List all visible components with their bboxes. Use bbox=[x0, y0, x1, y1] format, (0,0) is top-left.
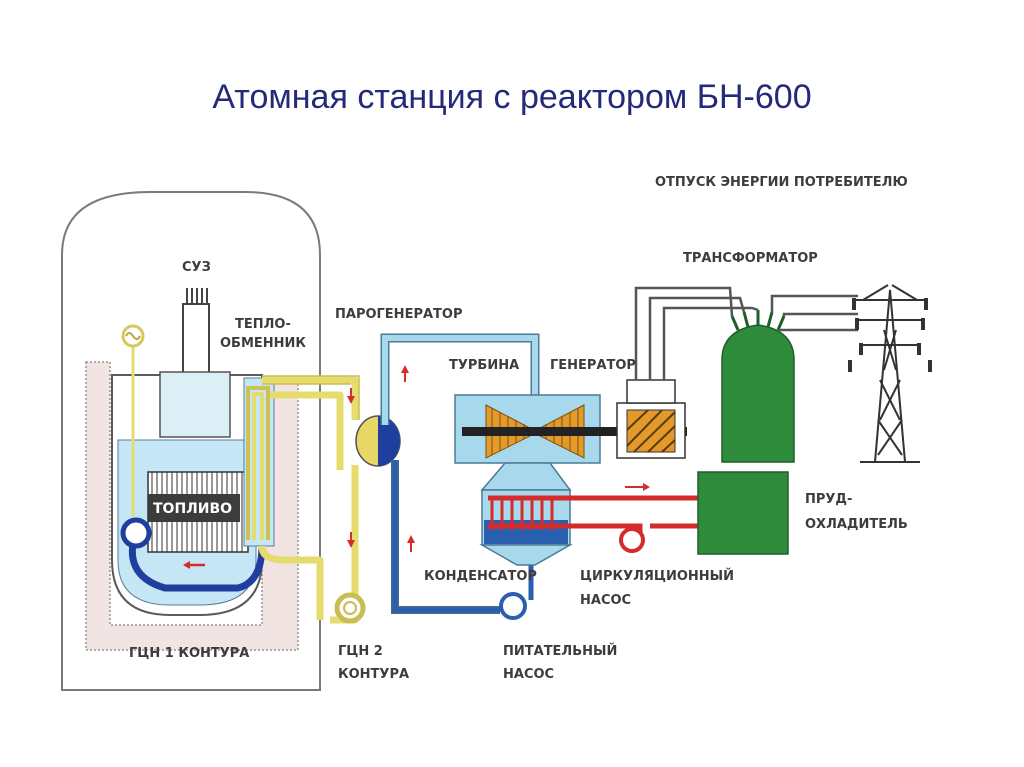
label-feed-pump-2: НАСОС bbox=[503, 667, 554, 682]
label-mcp2-1: ГЦН 2 bbox=[338, 644, 383, 659]
label-generator: ГЕНЕРАТОР bbox=[550, 358, 636, 373]
cps-drive bbox=[182, 303, 210, 375]
label-cooling-pond-1: ПРУД- bbox=[805, 492, 852, 507]
label-condenser: КОНДЕНСАТОР bbox=[424, 569, 537, 584]
secondary-loop bbox=[258, 376, 359, 624]
label-energy-output: ОТПУСК ЭНЕРГИИ ПОТРЕБИТЕЛЮ bbox=[655, 175, 908, 190]
condenser bbox=[479, 462, 573, 566]
flow-arrow-icon bbox=[347, 365, 415, 552]
cooling-pond bbox=[698, 472, 788, 554]
transformer bbox=[721, 310, 795, 463]
flow-arrow-icon bbox=[625, 483, 650, 491]
heat-exchanger bbox=[243, 377, 275, 547]
label-mcp2-2: КОНТУРА bbox=[338, 667, 409, 682]
label-cps: СУЗ bbox=[182, 260, 211, 275]
label-transformer: ТРАНСФОРМАТОР bbox=[683, 251, 818, 266]
power-lines bbox=[634, 286, 858, 380]
label-mcp1: ГЦН 1 КОНТУРА bbox=[129, 646, 249, 661]
insulator-icon bbox=[848, 298, 932, 372]
mcp2-pump-icon bbox=[334, 592, 366, 624]
label-fuel: ТОПЛИВО bbox=[153, 501, 232, 517]
turbine bbox=[454, 394, 687, 464]
label-circulation-pump-2: НАСОС bbox=[580, 593, 631, 608]
page-title: Атомная станция с реактором БН-600 bbox=[212, 78, 812, 116]
label-steam-generator: ПАРОГЕНЕРАТОР bbox=[335, 307, 462, 322]
label-cooling-pond-2: ОХЛАДИТЕЛЬ bbox=[805, 517, 908, 532]
label-heat-exchanger-2: ОБМЕННИК bbox=[220, 336, 306, 351]
label-turbine: ТУРБИНА bbox=[449, 358, 519, 373]
mcp1-pump-icon bbox=[120, 517, 152, 549]
label-feed-pump-1: ПИТАТЕЛЬНЫЙ bbox=[503, 643, 617, 659]
generator bbox=[616, 379, 686, 459]
transmission-tower-icon bbox=[855, 284, 925, 463]
circulation-pump-icon bbox=[619, 527, 645, 553]
reactor-vessel bbox=[111, 288, 266, 616]
steam-line bbox=[380, 333, 540, 425]
fuel-assembly bbox=[147, 471, 249, 553]
steam-generator bbox=[355, 415, 401, 467]
cps-rods-icon bbox=[186, 288, 208, 304]
feedwater-line bbox=[391, 460, 534, 614]
label-heat-exchanger-1: ТЕПЛО- bbox=[235, 317, 291, 332]
label-circulation-pump-1: ЦИРКУЛЯЦИОННЫЙ bbox=[580, 568, 734, 584]
feed-pump-icon bbox=[499, 592, 527, 620]
